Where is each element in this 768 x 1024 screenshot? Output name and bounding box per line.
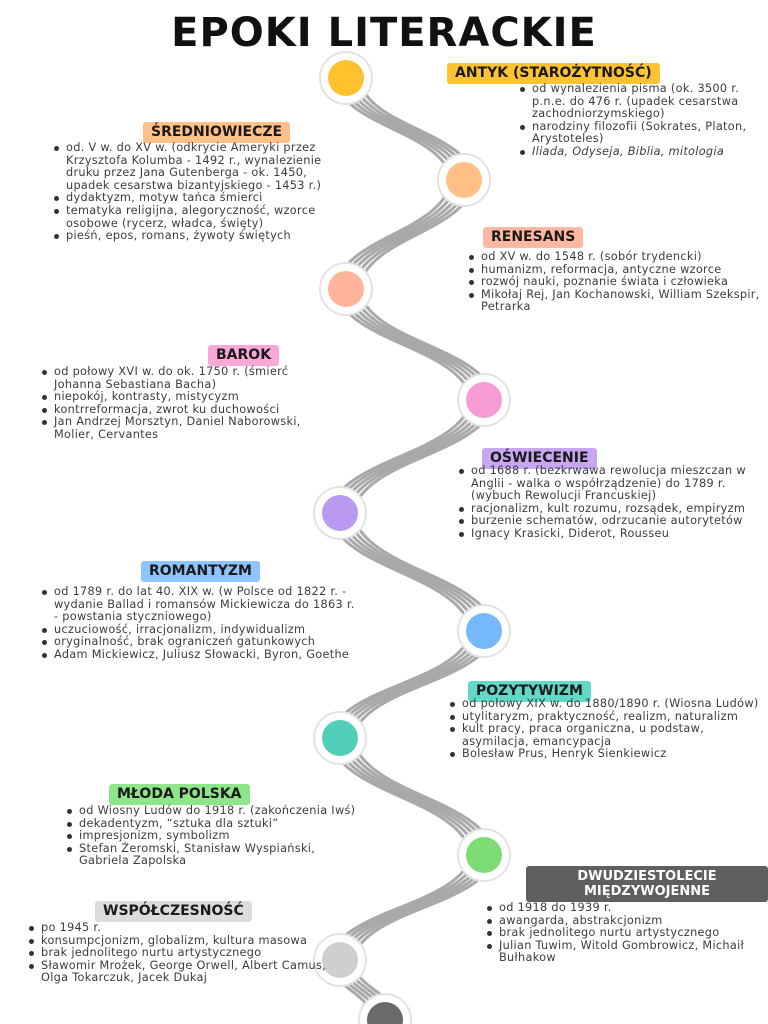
epoch-list-pozytywizm: od połowy XIX w. do 1880/1890 r. (Wiosna… [448, 697, 760, 761]
epoch-list-mloda-polska: od Wiosny Ludów do 1918 r. (zakończenia … [65, 804, 365, 868]
list-item: brak jednolitego nurtu artystycznego [27, 947, 327, 960]
list-item: od wynalezienia pisma (ok. 3500 r. p.n.e… [518, 82, 768, 121]
list-item: od XV w. do 1548 r. (sobór trydencki) [467, 250, 765, 264]
list-item: humanizm, reformacja, antyczne wzorce [467, 263, 765, 277]
list-item: od połowy XIX w. do 1880/1890 r. (Wiosna… [448, 697, 760, 711]
epoch-dot [322, 942, 358, 978]
list-item: od. V w. do XV w. (odkrycie Ameryki prze… [52, 141, 352, 192]
epoch-list-wspolczesnosc: po 1945 r. konsumpcjonizm, globalizm, ku… [27, 921, 327, 985]
list-item: Julian Tuwim, Witold Gombrowicz, Michaił… [485, 939, 763, 965]
epoch-label-antyk: ANTYK (STAROŻYTNOŚĆ) [447, 63, 660, 84]
list-item: awangarda, abstrakcjonizm [485, 914, 763, 928]
list-item: dydaktyzm, motyw tańca śmierci [52, 192, 352, 205]
road-line [332, 77, 480, 1021]
list-item: rozwój nauki, poznanie świata i człowiek… [467, 276, 765, 289]
list-item: utylitaryzm, praktyczność, realizm, natu… [448, 710, 760, 724]
epoch-label-mloda-polska: MŁODA POLSKA [109, 784, 250, 805]
list-item: kontrreformacja, zwrot ku duchowości [40, 403, 338, 417]
list-item: niepokój, kontrasty, mistycyzm [40, 391, 338, 404]
list-item: burzenie schematów, odrzucanie autorytet… [457, 515, 763, 528]
list-item: Stefan Żeromski, Stanisław Wyspiański, G… [65, 842, 365, 868]
list-item: od 1918 do 1939 r. [485, 901, 763, 915]
epoch-dot [466, 613, 502, 649]
page-title: EPOKI LITERACKIE [171, 10, 597, 56]
list-item: dekadentyzm, “sztuka dla sztuki” [65, 817, 365, 831]
list-item: od połowy XVI w. do ok. 1750 r. (śmierć … [40, 365, 338, 391]
list-item: Bolesław Prus, Henryk Sienkiewicz [448, 748, 760, 761]
epoch-list-romantyzm: od 1789 r. do lat 40. XIX w. (w Polsce o… [40, 585, 360, 662]
list-item: uczuciowość, irracjonalizm, indywidualiz… [40, 623, 360, 637]
list-item: brak jednolitego nurtu artystycznego [485, 927, 763, 940]
epoch-dot [322, 495, 358, 531]
epoch-list-antyk: od wynalezienia pisma (ok. 3500 r. p.n.e… [518, 82, 768, 159]
list-item: Sławomir Mrożek, George Orwell, Albert C… [27, 959, 327, 985]
epoch-label-romantyzm: ROMANTYZM [141, 561, 260, 582]
list-item: Mikołaj Rej, Jan Kochanowski, William Sz… [467, 288, 765, 314]
epoch-label-oswiecenie: OŚWIECENIE [482, 448, 597, 469]
list-item: od 1789 r. do lat 40. XIX w. (w Polsce o… [40, 585, 360, 624]
epoch-dot [367, 1002, 403, 1024]
list-item: Adam Mickiewicz, Juliusz Słowacki, Byron… [40, 648, 360, 662]
epoch-label-barok: BAROK [208, 345, 280, 366]
epoch-dot [446, 162, 482, 198]
epoch-list-barok: od połowy XVI w. do ok. 1750 r. (śmierć … [40, 365, 338, 442]
epoch-dot [328, 60, 364, 96]
epoch-dot [328, 271, 364, 307]
list-item: Iliada, Odyseja, Biblia, mitologia [518, 145, 768, 159]
list-item: po 1945 r. [27, 921, 327, 935]
list-item: od Wiosny Ludów do 1918 r. (zakończenia … [65, 804, 365, 818]
epoch-label-sredniowiecze: ŚREDNIOWIECZE [143, 122, 291, 143]
epoch-list-oswiecenie: od 1688 r. (bezkrwawa rewolucja mieszcza… [457, 464, 763, 541]
epoch-dot [466, 382, 502, 418]
list-item: racjonalizm, kult rozumu, rozsądek, empi… [457, 502, 763, 516]
list-item: Ignacy Krasicki, Diderot, Rousseu [457, 527, 763, 541]
list-item: od 1688 r. (bezkrwawa rewolucja mieszcza… [457, 464, 763, 503]
road-line [326, 77, 474, 1021]
epoch-dot [322, 720, 358, 756]
list-item: tematyka religijna, alegoryczność, wzorc… [52, 204, 352, 230]
epoch-label-dwudziestolecie: DWUDZIESTOLECIE MIĘDZYWOJENNE [526, 866, 768, 902]
epoch-dot [466, 837, 502, 873]
road-line [338, 77, 486, 1021]
epoch-label-wspolczesnosc: WSPÓŁCZESNOŚĆ [95, 901, 252, 922]
list-item: kult pracy, praca organiczna, u podstaw,… [448, 722, 760, 748]
list-item: oryginalność, brak ograniczeń gatunkowyc… [40, 636, 360, 649]
epoch-list-dwudziestolecie: od 1918 do 1939 r. awangarda, abstrakcjo… [485, 901, 763, 965]
list-item: impresjonizm, symbolizm [65, 830, 365, 843]
epoch-label-pozytywizm: POZYTYWIZM [468, 681, 591, 702]
epoch-list-renesans: od XV w. do 1548 r. (sobór trydencki) hu… [467, 250, 765, 314]
list-item: Jan Andrzej Morsztyn, Daniel Naborowski,… [40, 416, 338, 441]
list-item: konsumpcjonizm, globalizm, kultura masow… [27, 934, 327, 948]
list-item: narodziny filozofii (Sokrates, Platon, A… [518, 120, 768, 146]
epoch-list-sredniowiecze: od. V w. do XV w. (odkrycie Ameryki prze… [52, 141, 352, 243]
list-item: pieśń, epos, romans, żywoty świętych [52, 230, 352, 243]
epoch-label-renesans: RENESANS [483, 227, 584, 248]
